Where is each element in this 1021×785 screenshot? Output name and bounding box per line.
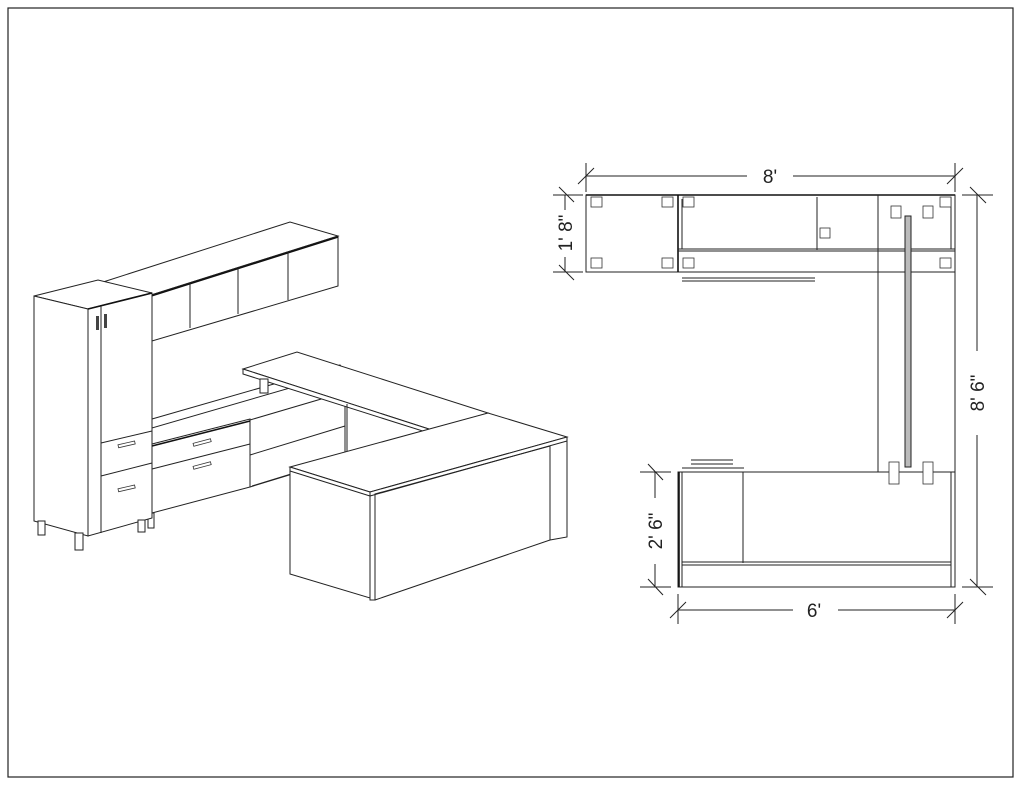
isometric-view bbox=[33, 221, 569, 601]
dimension-desk-width: 6' bbox=[669, 594, 964, 624]
dimension-label-overall-depth: 8' 6" bbox=[968, 375, 989, 412]
drawer-pull-icon bbox=[117, 440, 136, 449]
dimension-label-desk-width: 6' bbox=[807, 601, 821, 622]
bracket-icons bbox=[590, 196, 952, 485]
hutch-cabinet bbox=[98, 221, 340, 342]
dimension-overall-width: 8' bbox=[577, 163, 964, 192]
plan-view: 8' 1' 8" 8' 6" 2' 6" 6' bbox=[553, 163, 993, 624]
drawer-pull-icon bbox=[192, 461, 212, 470]
door-handle-icon bbox=[96, 316, 99, 330]
dimension-desk-depth: 2' 6" bbox=[640, 463, 671, 596]
return-plan bbox=[877, 195, 956, 587]
dimension-label-hutch-depth: 1' 8" bbox=[556, 215, 577, 252]
door-handle-icon bbox=[104, 314, 107, 328]
drawer-pull-icon bbox=[192, 438, 212, 447]
storage-tower bbox=[33, 279, 153, 551]
sheet-border bbox=[7, 7, 1014, 778]
dimension-label-desk-depth: 2' 6" bbox=[646, 513, 667, 550]
dimension-hutch-depth: 1' 8" bbox=[553, 186, 583, 281]
grommet-strip bbox=[904, 215, 912, 468]
desk-plan bbox=[677, 459, 956, 588]
dimension-label-width: 8' bbox=[763, 167, 777, 188]
dimension-overall-depth: 8' 6" bbox=[962, 186, 993, 596]
drawer-pull-icon bbox=[117, 484, 136, 493]
main-desk bbox=[288, 412, 569, 601]
bridge-worksurface bbox=[241, 351, 490, 487]
